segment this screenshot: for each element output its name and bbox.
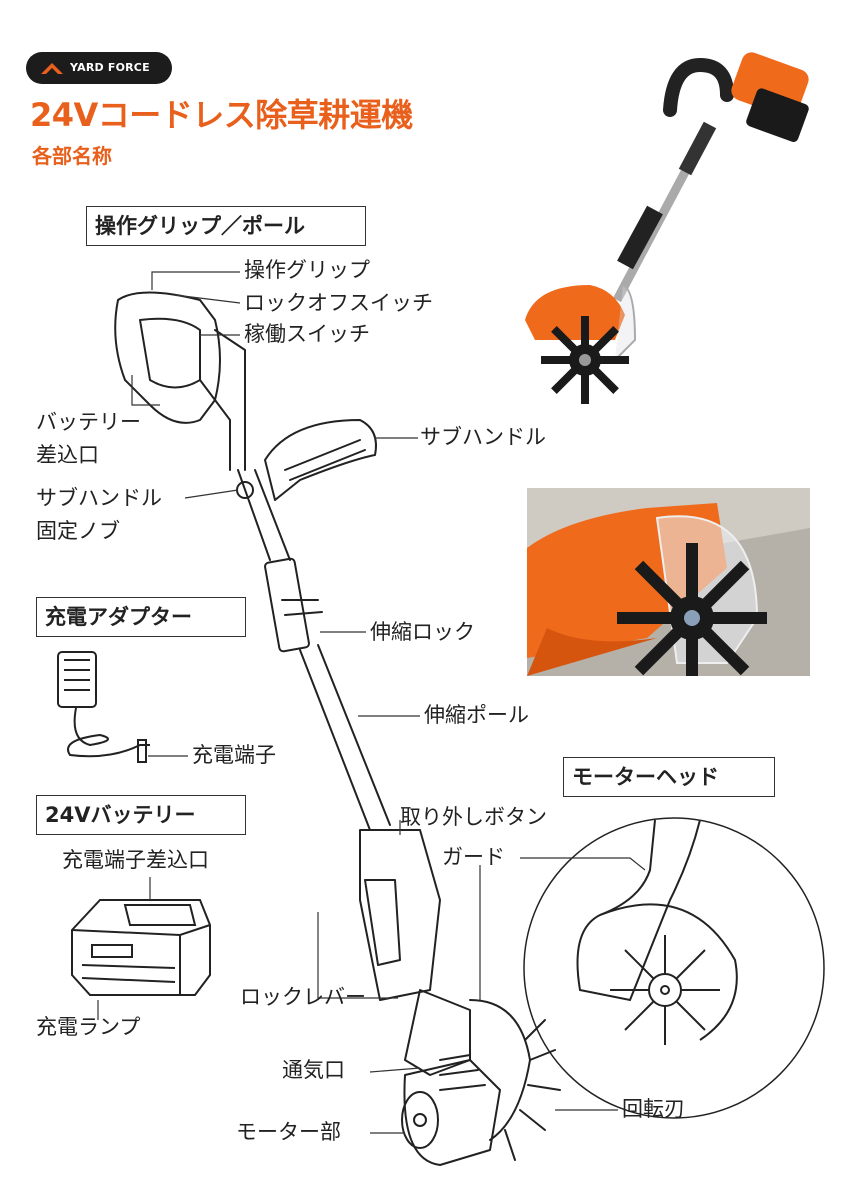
product-photo (525, 52, 809, 404)
label-battery-slot-line2: 差込口 (36, 443, 99, 467)
label-charge-terminal-slot: 充電端子差込口 (62, 848, 209, 872)
label-guard: ガード (442, 845, 505, 869)
section-battery: 24Vバッテリー (36, 795, 246, 835)
label-vent: 通気口 (282, 1058, 345, 1082)
label-charge-terminal: 充電端子 (192, 743, 276, 767)
page-subtitle: 各部名称 (32, 144, 112, 168)
brand-name: YARD FORCE (70, 61, 150, 74)
label-telescopic-lock: 伸縮ロック (370, 620, 475, 644)
logo-mountain-icon (41, 63, 63, 74)
label-lock-off-switch: ロックオフスイッチ (244, 291, 433, 315)
label-lock-lever: ロックレバー (240, 985, 366, 1009)
label-motor: モーター部 (236, 1120, 341, 1144)
section-adapter: 充電アダプター (36, 597, 246, 637)
label-charge-lamp: 充電ランプ (36, 1015, 141, 1039)
brand-logo: YARD FORCE (26, 52, 172, 84)
label-blade: 回転刃 (622, 1097, 685, 1121)
label-operation-switch: 稼働スイッチ (244, 322, 370, 346)
label-release-button: 取り外しボタン (400, 805, 547, 829)
closeup-photo (527, 488, 810, 676)
page-title: 24Vコードレス除草耕運機 (30, 96, 413, 134)
label-sub-knob-line2: 固定ノブ (36, 519, 120, 543)
section-motor-head: モーターヘッド (563, 757, 775, 797)
label-grip: 操作グリップ (244, 258, 370, 282)
label-telescopic-pole: 伸縮ポール (424, 703, 529, 727)
label-sub-handle: サブハンドル (420, 425, 546, 449)
label-battery-slot-line1: バッテリー (36, 410, 141, 434)
section-grip-pole: 操作グリップ／ポール (86, 206, 366, 246)
label-sub-knob-line1: サブハンドル (36, 486, 162, 510)
